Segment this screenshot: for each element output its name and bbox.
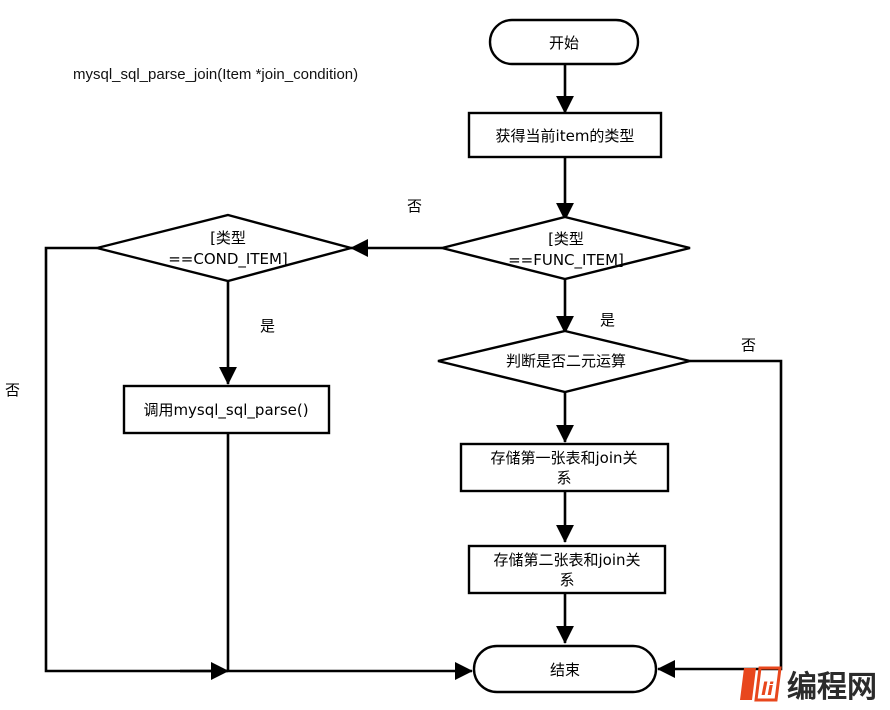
edge-label-binary-no: 否 (741, 336, 756, 354)
store-second-table-node: 存储第二张表和join关 系 (467, 544, 667, 595)
get-type-node-label: 获得当前item的类型 (496, 127, 635, 145)
start-node-label: 开始 (549, 34, 579, 52)
is-cond-item-decision: [类型 ==COND_ITEM] (96, 213, 356, 283)
is-func-item-line2: ==FUNC_ITEM] (508, 251, 624, 270)
svg-text:li: li (761, 679, 774, 700)
edge-label-func-no: 否 (407, 197, 422, 215)
start-node: 开始 (488, 18, 640, 66)
watermark-logo-icon: li (740, 666, 782, 702)
is-func-item-decision: [类型 ==FUNC_ITEM] (441, 215, 691, 281)
watermark-logo: li 编程网 (740, 666, 877, 705)
call-parse-node: 调用mysql_sql_parse() (122, 384, 331, 435)
get-type-node: 获得当前item的类型 (467, 111, 663, 159)
is-cond-item-line1: [类型 (210, 229, 246, 247)
call-parse-node-label: 调用mysql_sql_parse() (143, 401, 308, 420)
edge-label-cond-yes: 是 (260, 317, 275, 335)
store-first-table-node: 存储第一张表和join关 系 (459, 442, 670, 493)
is-binary-op-decision: 判断是否二元运算 (437, 329, 691, 394)
is-binary-op-label: 判断是否二元运算 (506, 352, 626, 370)
is-func-item-line1: [类型 (548, 230, 584, 248)
end-node-label: 结束 (550, 661, 580, 679)
store-first-table-line1: 存储第一张表和join关 (490, 449, 637, 467)
edge-is-cond-no-to-end (44, 246, 228, 673)
watermark-logo-text: 编程网 (787, 670, 877, 705)
store-second-table-line2: 系 (559, 571, 574, 589)
store-second-table-line1: 存储第二张表和join关 (493, 551, 640, 569)
store-first-table-line2: 系 (556, 469, 571, 487)
function-title: mysql_sql_parse_join(Item *join_conditio… (73, 66, 358, 83)
edge-label-func-yes: 是 (600, 311, 615, 329)
edge-is-binary-no-to-end (657, 359, 783, 678)
is-cond-item-line2: ==COND_ITEM] (168, 250, 288, 269)
edge-label-cond-no: 否 (5, 381, 20, 399)
end-node: 结束 (472, 644, 658, 694)
